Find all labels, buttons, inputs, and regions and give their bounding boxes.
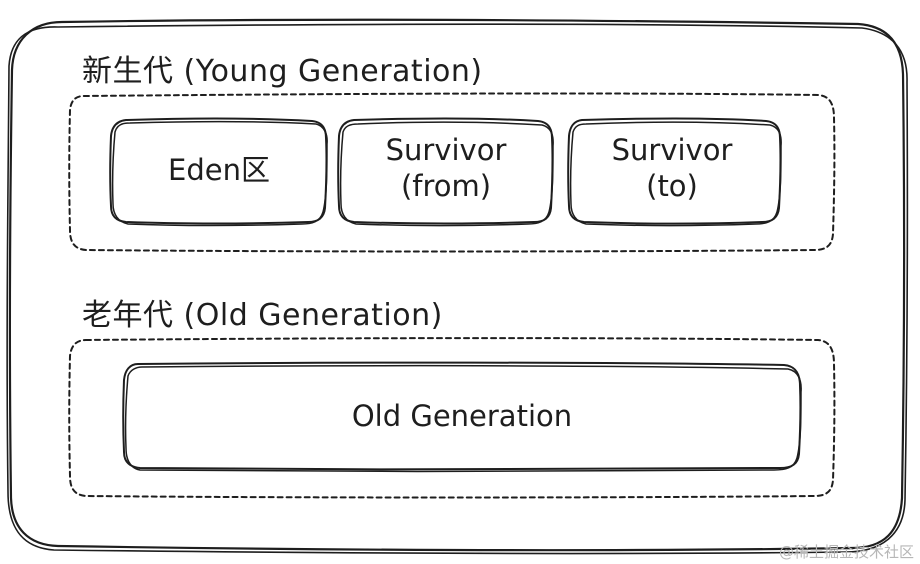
watermark-text: @稀土掘金技术社区 [778,543,914,561]
young-generation-region [68,92,836,253]
heap-container [6,18,909,555]
old-generation-label: Old Generation [351,399,573,433]
young-generation-title: 新生代 (Young Generation) [82,54,483,89]
survivor-to-line2: (to) [646,169,698,203]
survivor-from-line2: (from) [400,169,492,203]
eden-box [109,117,328,227]
survivor-from-line1: Survivor [385,133,507,167]
survivor-to-line1: Survivor [611,133,733,167]
survivor-to-box [567,117,782,227]
old-generation-region [68,337,836,499]
old-generation-box [122,361,802,473]
old-generation-title: 老年代 (Old Generation) [82,298,443,333]
survivor-from-box [337,117,554,227]
survivor-from-label: Survivor (from) [340,132,552,204]
survivor-to-label: Survivor (to) [566,132,778,204]
eden-label: Eden区 [168,153,270,187]
